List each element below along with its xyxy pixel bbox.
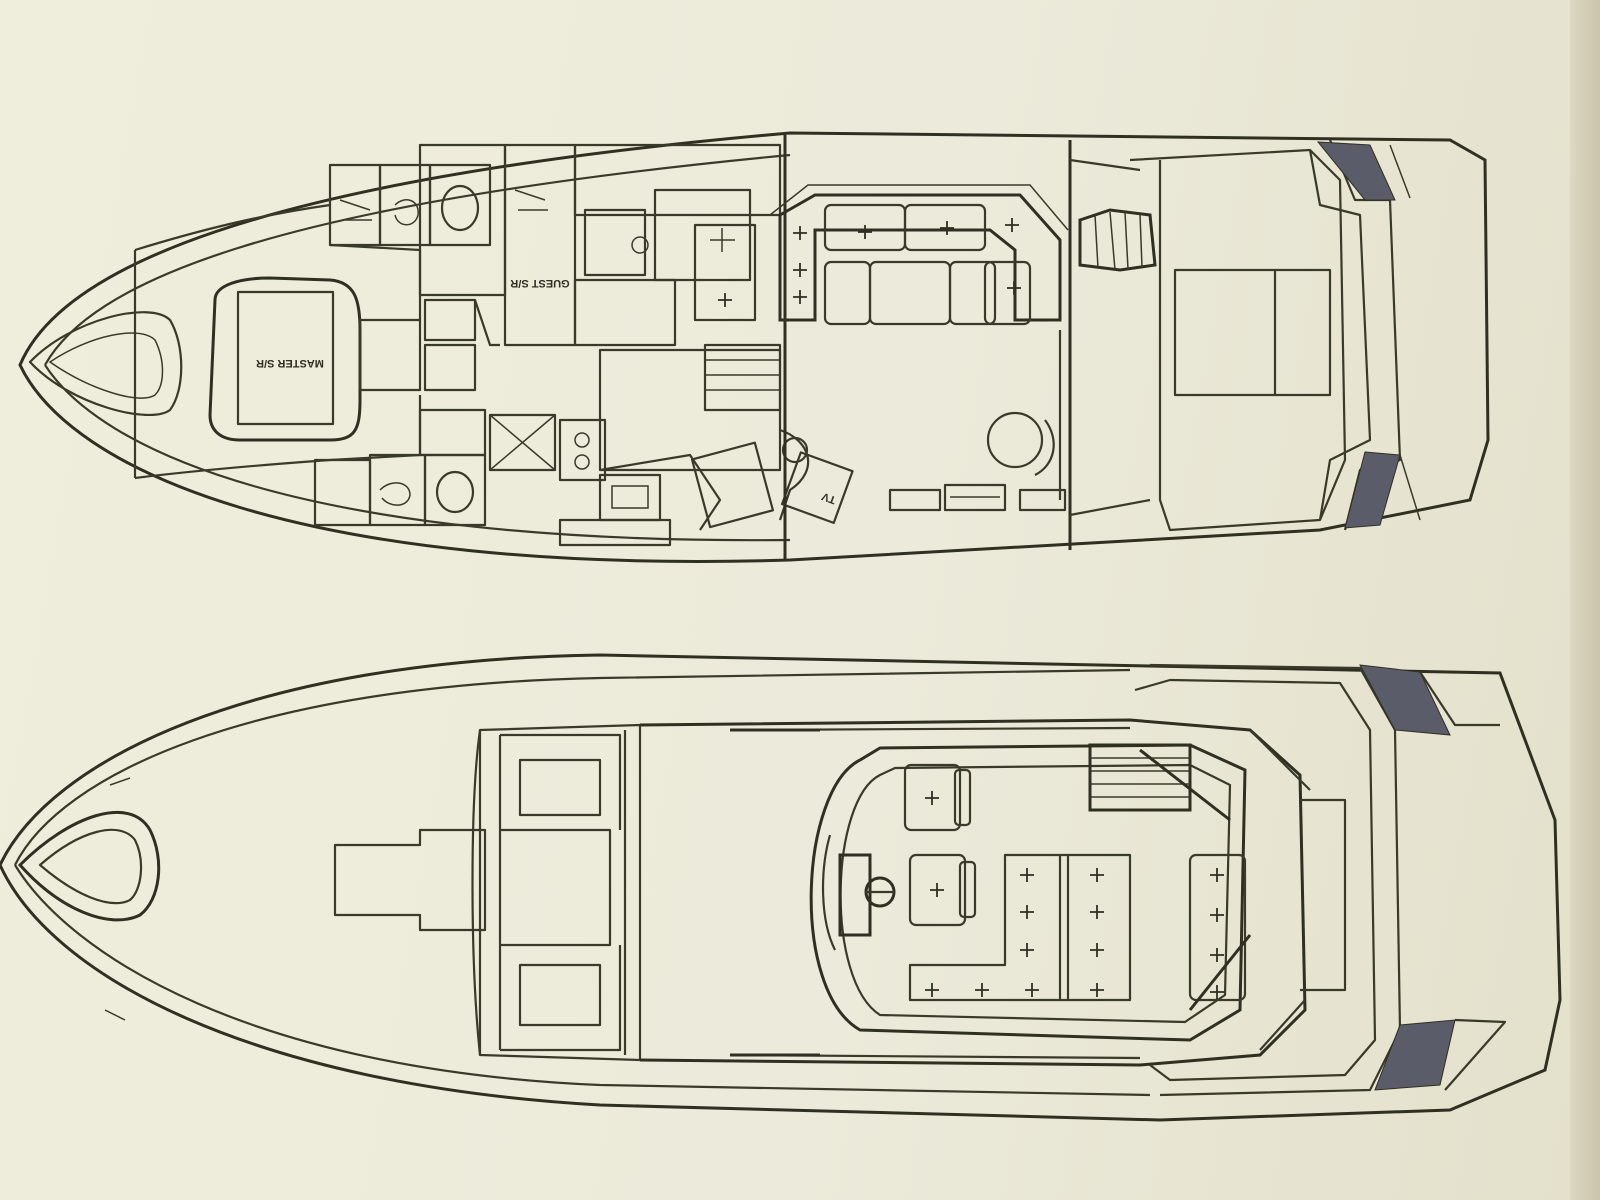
- transom-hatch-bottom: [1344, 451, 1401, 529]
- helm-panel: [838, 853, 872, 937]
- flybridge-seating: [908, 853, 1252, 1011]
- flybridge-transom-hatch-top: [1359, 664, 1451, 736]
- saloon-table: [986, 411, 1044, 469]
- guest-stateroom-label: GUEST S/R: [510, 277, 569, 289]
- cockpit-hatch: [1173, 268, 1332, 397]
- flybridge-stairs: [1088, 743, 1231, 822]
- transom-hatch-top: [1316, 141, 1396, 201]
- helm-chair-2: [908, 853, 977, 927]
- main-hull-outline: [0, 653, 1562, 1122]
- helm-chair-1: [903, 763, 972, 832]
- main-deck-plan: [0, 653, 1562, 1122]
- lower-hull-outline: [18, 131, 1490, 563]
- helm-console: [809, 743, 1247, 1042]
- foredeck-hatch-eye: [17, 810, 161, 922]
- flybridge-transom-hatch-bottom: [1374, 1019, 1456, 1091]
- saloon-sofa: [769, 184, 1069, 326]
- page-edge-shadow: [1570, 0, 1600, 1200]
- tv-label: TV: [820, 490, 838, 506]
- foredeck-hatch: [333, 828, 487, 932]
- main-hull-gunwale: [14, 668, 1151, 1097]
- aft-steps: [1078, 208, 1157, 272]
- bow-eye: [28, 311, 183, 417]
- master-stateroom-label: MASTER S/R: [256, 357, 324, 369]
- lower-deck-plan: MASTER S/R GUEST S/R: [18, 131, 1490, 563]
- companionway-stairs: [703, 343, 782, 412]
